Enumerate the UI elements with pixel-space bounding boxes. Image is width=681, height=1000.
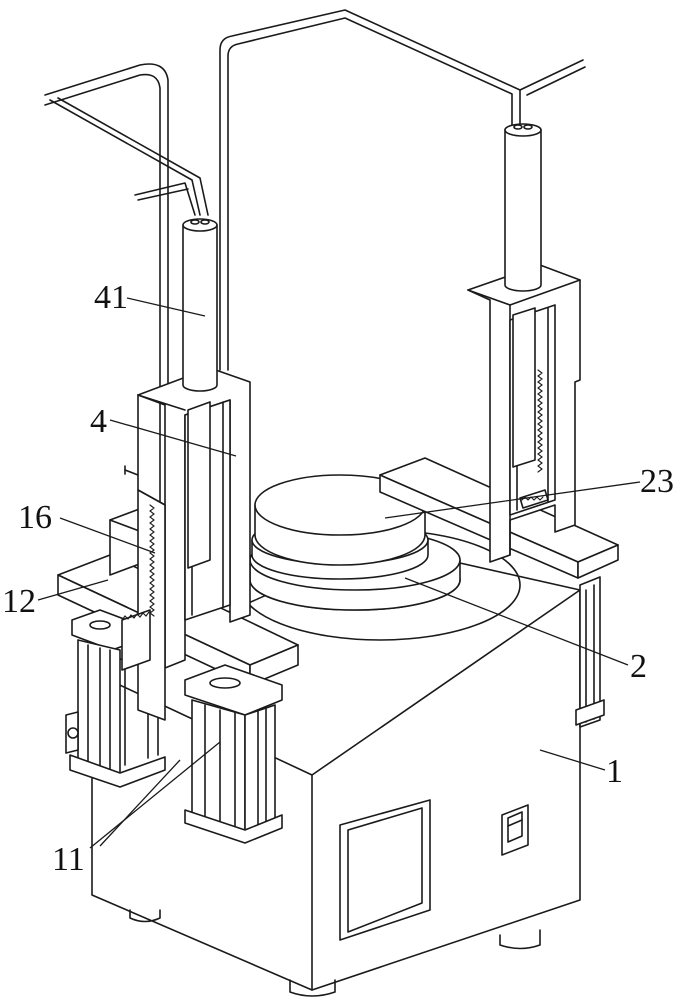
label-2: 2 bbox=[630, 648, 647, 685]
label-16: 16 bbox=[18, 499, 52, 536]
label-23: 23 bbox=[640, 463, 674, 500]
rear-wire-frame bbox=[219, 9, 586, 371]
left-tube bbox=[182, 218, 218, 392]
label-41: 41 bbox=[94, 279, 128, 316]
left-wire bbox=[44, 63, 209, 541]
right-cylinder bbox=[575, 576, 605, 728]
label-4: 4 bbox=[90, 403, 107, 440]
label-11: 11 bbox=[52, 841, 85, 878]
power-switch[interactable] bbox=[501, 804, 529, 856]
access-panel bbox=[339, 799, 431, 941]
label-1: 1 bbox=[606, 753, 623, 790]
leader-lines bbox=[37, 297, 641, 849]
right-column bbox=[467, 264, 581, 563]
right-tube bbox=[504, 123, 542, 292]
front-cylinder bbox=[184, 664, 283, 844]
label-12: 12 bbox=[2, 583, 36, 620]
left-column bbox=[121, 367, 251, 721]
